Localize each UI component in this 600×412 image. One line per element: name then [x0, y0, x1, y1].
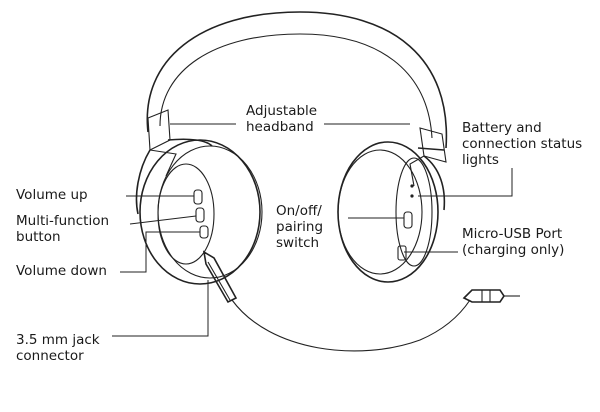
- right-earcup-cushion: [337, 149, 423, 275]
- headband-slider-left: [147, 109, 171, 151]
- right-earcup-outer: [337, 141, 439, 283]
- label-volume-up: Volume up: [16, 187, 88, 203]
- status-light: [410, 184, 414, 188]
- label-adjustable-headband: Adjustable headband: [246, 103, 318, 135]
- multi-function-button-shape: [195, 207, 205, 223]
- label-micro-usb: Micro-USB Port (charging only): [462, 226, 565, 258]
- leader-battery-lights: [418, 168, 513, 197]
- leader-jack: [112, 280, 209, 337]
- label-jack-connector: 3.5 mm jack connector: [16, 332, 100, 364]
- on-off-switch-shape: [403, 211, 413, 229]
- left-earcup-outer: [139, 139, 261, 285]
- right-cup-plate: [395, 157, 433, 267]
- volume-down-button: [199, 225, 209, 239]
- label-multi-function: Multi-function button: [16, 213, 110, 245]
- label-on-off-pairing: On/off/ pairing switch: [276, 203, 324, 251]
- headband-outer: [146, 11, 448, 149]
- label-battery-lights: Battery and connection status lights: [462, 120, 583, 168]
- leader-multi-function: [129, 215, 197, 225]
- loose-jack-plug: [462, 289, 505, 303]
- headband-inner: [159, 33, 433, 139]
- left-cup-plate: [157, 163, 215, 265]
- volume-up-button: [193, 189, 203, 205]
- micro-usb-port-shape: [397, 245, 407, 261]
- leader-volume-down: [120, 231, 200, 273]
- label-volume-down: Volume down: [16, 263, 107, 279]
- audio-cable: [231, 299, 471, 352]
- right-yoke: [417, 147, 446, 211]
- headband-slider-right: [419, 127, 447, 163]
